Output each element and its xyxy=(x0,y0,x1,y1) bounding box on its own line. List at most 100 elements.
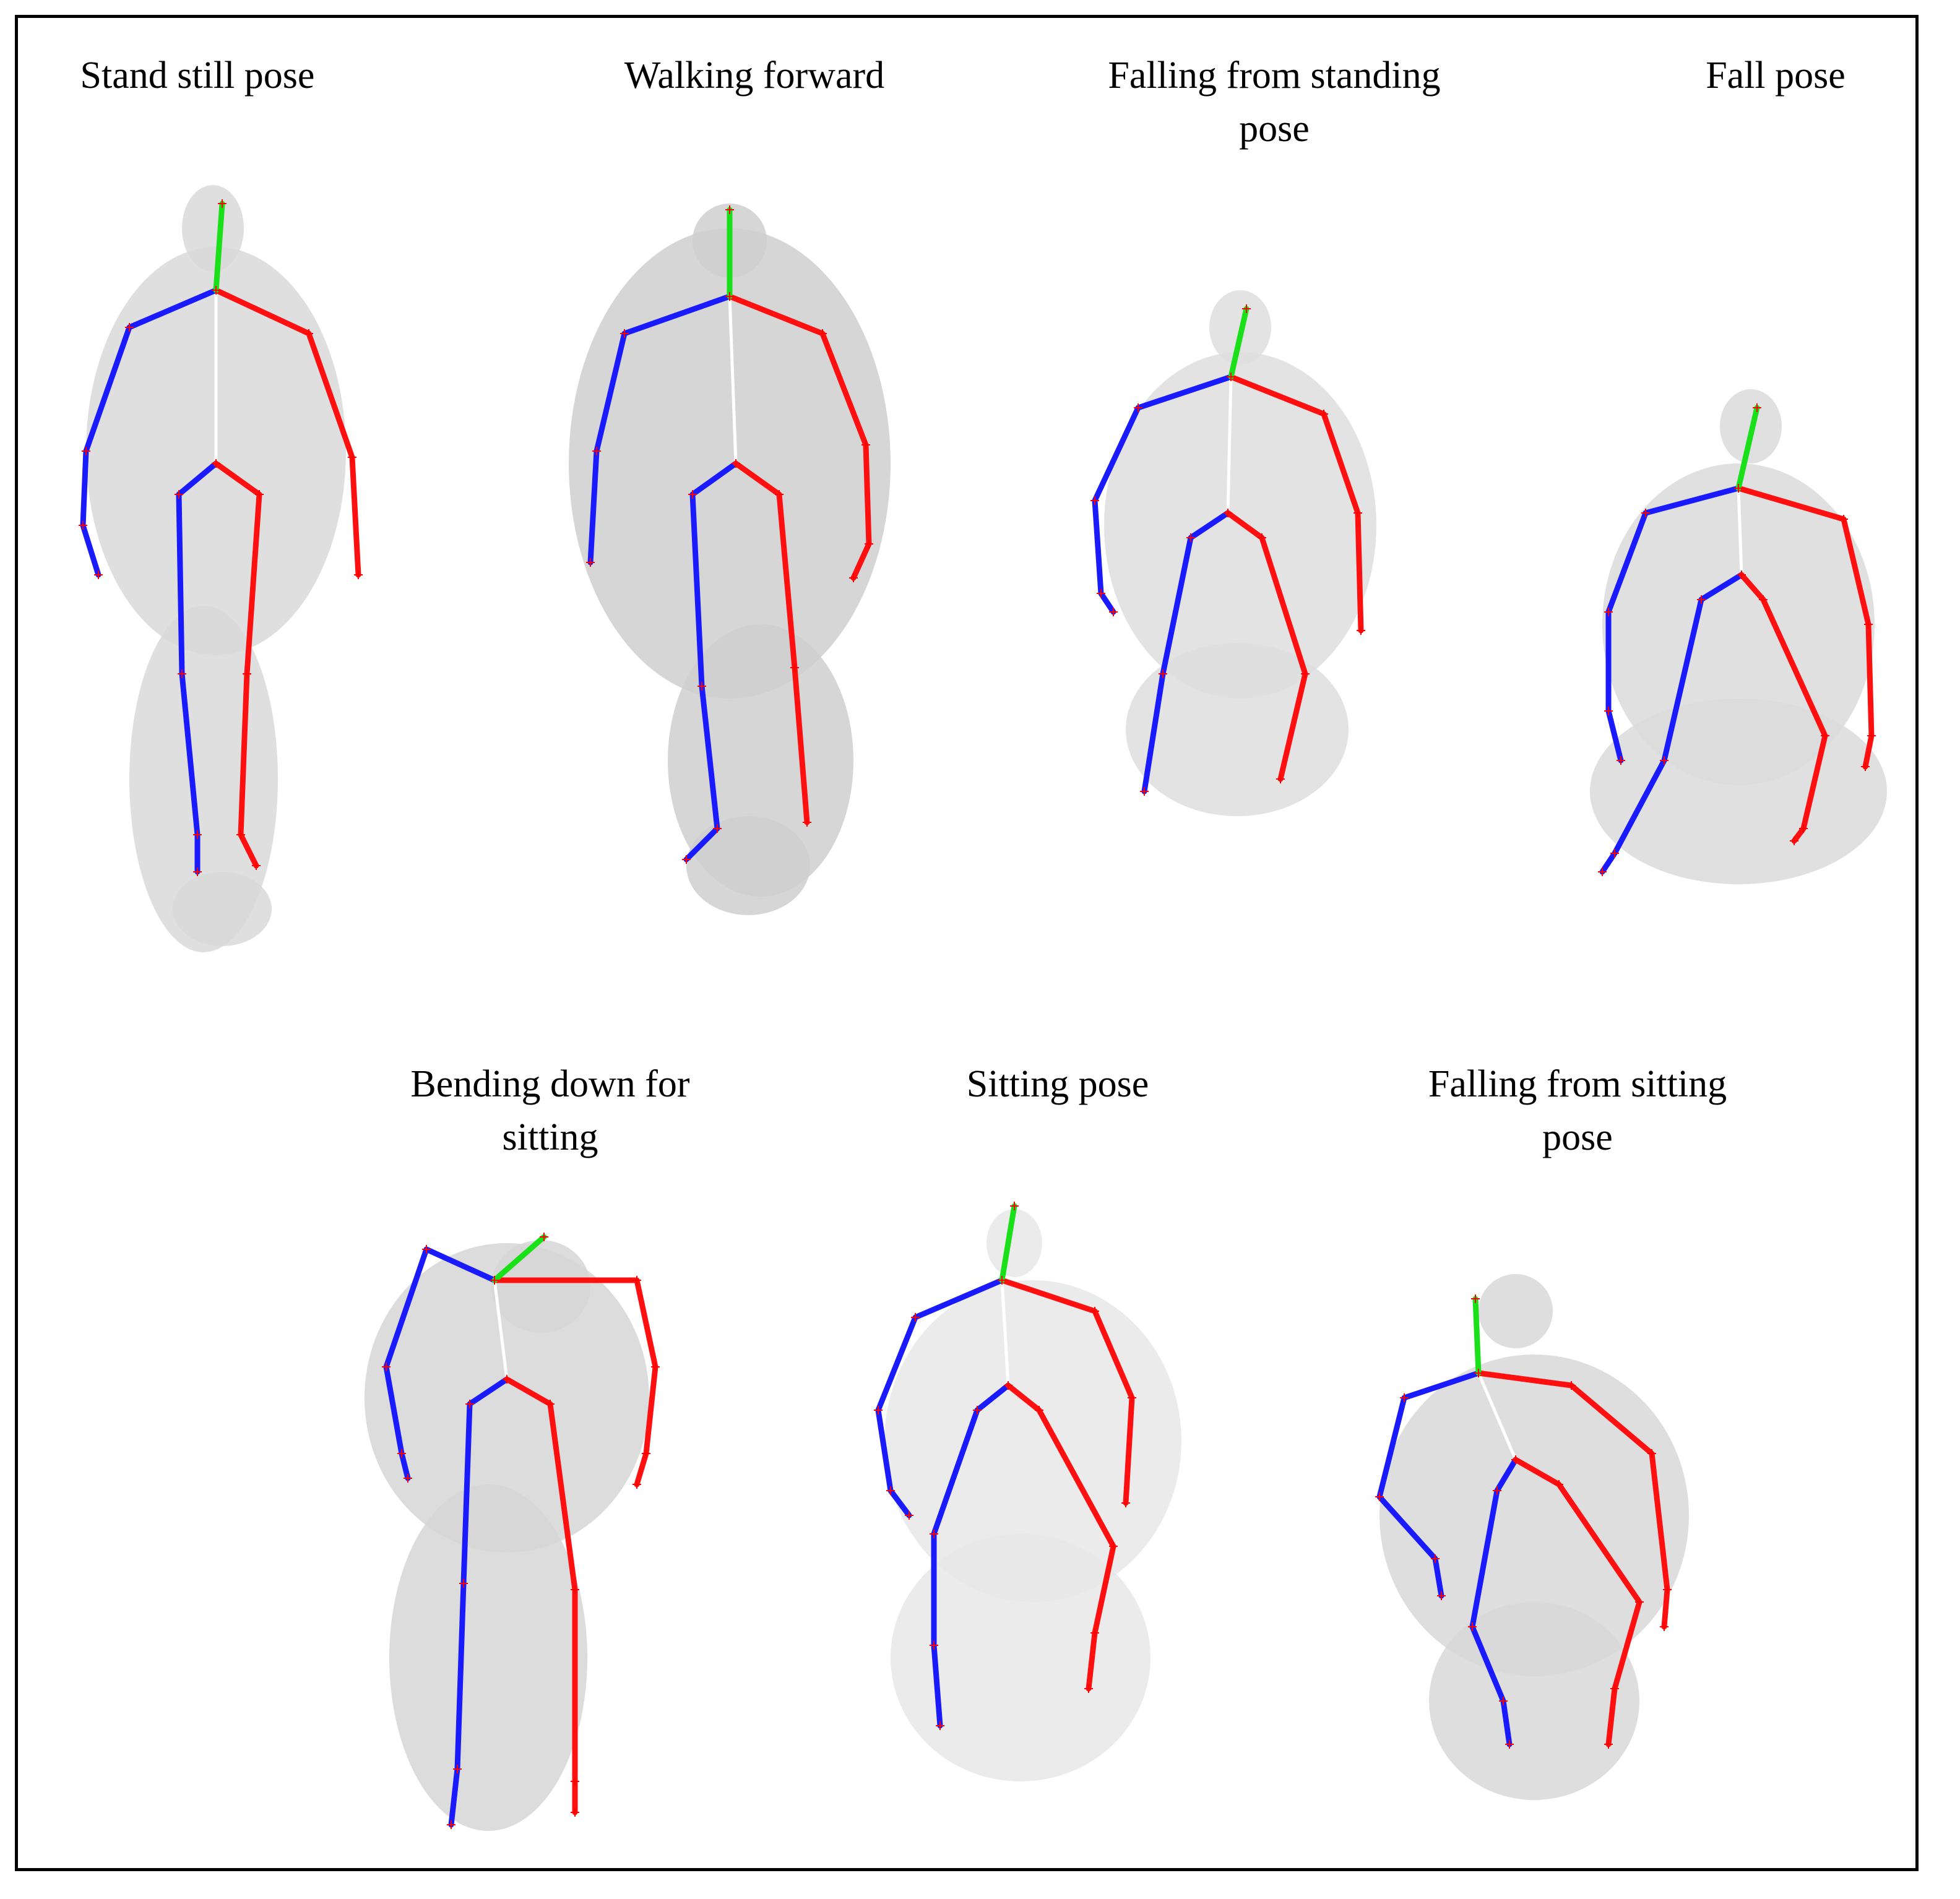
sitting-pose-joint xyxy=(1035,1406,1043,1415)
sitting-pose-joint xyxy=(911,1313,920,1322)
walking-forward-joint xyxy=(790,663,799,672)
fall-pose-joint xyxy=(1660,756,1669,765)
figure-fall-pose xyxy=(1590,389,1887,884)
fall-pose-joint xyxy=(1861,762,1870,771)
stand-still-joint xyxy=(79,521,87,530)
fall-pose-joint xyxy=(1641,509,1650,517)
falling-from-sitting-joint xyxy=(1474,1369,1483,1377)
falling-from-standing-joint xyxy=(1090,496,1099,505)
depth-silhouette xyxy=(389,1484,587,1831)
bending-down-joint xyxy=(571,1777,579,1786)
figure-frame: Stand still pose Walking forward Falling… xyxy=(15,15,1919,1871)
stand-still-joint xyxy=(94,571,103,579)
sitting-pose-joint xyxy=(930,1530,938,1538)
caption-falling-from-standing: Falling from standing pose xyxy=(1108,54,1441,150)
bending-down-joint xyxy=(465,1400,474,1408)
depth-silhouette xyxy=(173,872,272,946)
bending-down-joint xyxy=(447,1820,455,1829)
neck-bone xyxy=(1472,1296,1482,1376)
falling-from-sitting-joint xyxy=(1468,1622,1477,1631)
caption-stand-still: Stand still pose xyxy=(80,54,315,97)
sitting-pose-joint xyxy=(1090,1307,1099,1316)
sitting-pose-joint xyxy=(930,1641,938,1650)
falling-from-sitting-joint xyxy=(1375,1492,1384,1501)
falling-from-standing-joint xyxy=(1134,403,1142,412)
fall-pose-joint xyxy=(1799,824,1808,833)
falling-from-sitting-joint xyxy=(1493,1486,1501,1495)
stand-still-joint xyxy=(236,830,245,839)
sitting-pose-joint xyxy=(1010,1202,1019,1210)
bending-down-joint xyxy=(422,1245,431,1254)
right-arm-bone xyxy=(213,287,361,578)
falling-from-standing-joint xyxy=(1301,670,1310,678)
walking-forward-joint xyxy=(732,459,740,468)
fall-pose-joint xyxy=(1617,756,1625,765)
stand-still-joint xyxy=(175,490,183,499)
walking-forward-joint xyxy=(775,490,784,499)
caption-bending-down: Bending down for sitting xyxy=(410,1063,690,1158)
figure-bending-down xyxy=(365,1240,649,1831)
depth-silhouette xyxy=(1602,463,1875,785)
stand-still-joint xyxy=(304,329,313,338)
sitting-pose-joint xyxy=(998,1276,1006,1285)
bending-down-joint xyxy=(503,1375,511,1384)
right-arm-bone xyxy=(999,1277,1135,1506)
caption-falling-from-sitting: Falling from sitting pose xyxy=(1428,1063,1727,1158)
walking-forward-joint xyxy=(725,292,734,301)
stand-still-joint xyxy=(125,323,134,332)
falling-from-sitting-joint xyxy=(1604,1740,1613,1749)
stand-still-joint xyxy=(193,830,202,839)
stand-still-joint xyxy=(252,861,261,870)
fall-pose-joint xyxy=(1604,608,1613,616)
falling-from-standing-joint xyxy=(1276,775,1285,783)
sitting-pose-joint xyxy=(1004,1381,1012,1390)
falling-from-standing-joint xyxy=(1140,787,1149,796)
fall-pose-joint xyxy=(1610,849,1619,858)
falling-from-sitting-joint xyxy=(1499,1697,1508,1705)
falling-from-standing-joint xyxy=(1319,410,1328,418)
spine-bone xyxy=(493,1278,509,1381)
stand-still-joint xyxy=(178,670,186,678)
falling-from-standing-joint xyxy=(1353,509,1362,517)
depth-silhouette xyxy=(686,816,810,915)
bending-down-joint xyxy=(642,1449,650,1458)
bending-down-joint xyxy=(397,1449,406,1458)
figure-falling-from-sitting xyxy=(1379,1274,1689,1800)
depth-silhouette xyxy=(569,228,891,699)
depth-silhouette xyxy=(365,1243,649,1552)
falling-from-sitting-joint xyxy=(1400,1393,1409,1402)
depth-silhouette xyxy=(1429,1602,1639,1800)
neck-bone xyxy=(213,200,225,293)
falling-from-sitting-joint xyxy=(1431,1554,1440,1563)
falling-from-standing-joint xyxy=(1109,608,1118,616)
falling-from-sitting-joint xyxy=(1437,1591,1446,1600)
bending-down-joint xyxy=(404,1474,412,1483)
right-arm-bone xyxy=(1228,374,1364,634)
stand-still-joint xyxy=(243,670,251,678)
right-leg-bone xyxy=(1225,510,1308,782)
bending-down-joint xyxy=(453,1765,462,1773)
bending-down-joint xyxy=(459,1579,468,1588)
stand-still-joint xyxy=(348,453,356,462)
stand-still-joint xyxy=(212,459,220,468)
sitting-pose-joint xyxy=(973,1406,982,1415)
spine-bone xyxy=(1737,486,1743,577)
bending-down-joint xyxy=(546,1400,555,1408)
depth-silhouette xyxy=(1479,1274,1553,1348)
sitting-pose-joint xyxy=(1121,1499,1130,1507)
walking-forward-joint xyxy=(803,818,811,827)
falling-from-sitting-joint xyxy=(1555,1480,1563,1489)
left-arm-bone xyxy=(587,293,733,566)
stand-still-joint xyxy=(218,199,227,208)
skeleton-figures xyxy=(79,185,1887,1831)
fall-pose-joint xyxy=(1864,620,1873,629)
fall-pose-joint xyxy=(1753,403,1761,412)
depth-silhouette xyxy=(884,1280,1181,1602)
spine-bone xyxy=(728,295,738,465)
sitting-pose-joint xyxy=(1128,1393,1136,1402)
sitting-pose-joint xyxy=(1090,1629,1099,1637)
depth-silhouette xyxy=(891,1534,1151,1781)
stand-still-joint xyxy=(255,490,264,499)
stand-still-joint xyxy=(193,868,202,876)
bending-down-joint xyxy=(632,1276,641,1285)
